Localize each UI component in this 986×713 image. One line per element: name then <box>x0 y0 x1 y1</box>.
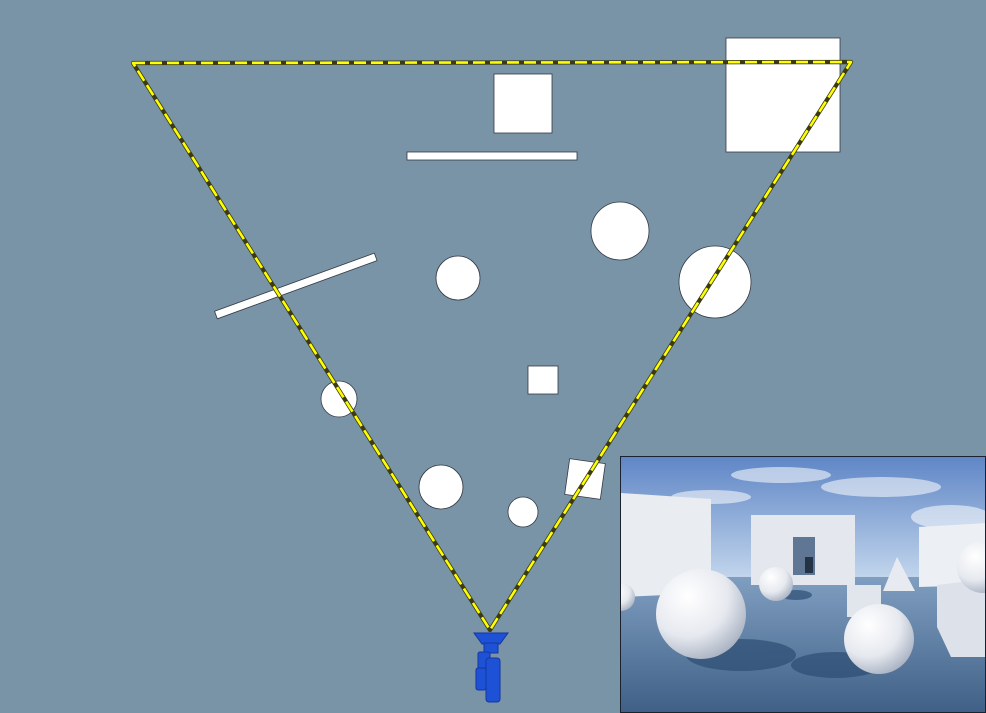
camera-icon <box>473 632 509 703</box>
square-object <box>725 37 841 153</box>
sphere-large <box>656 569 746 659</box>
square-object <box>493 73 553 134</box>
wall-object <box>214 252 378 320</box>
sphere-object <box>678 245 752 319</box>
cone-object <box>883 557 915 591</box>
sphere-right <box>844 604 914 674</box>
sphere-far-right <box>957 541 985 593</box>
sphere-far <box>759 567 793 601</box>
camera-frustum <box>130 59 854 633</box>
sphere-object <box>418 464 464 510</box>
sphere-object <box>590 201 650 261</box>
sphere-object <box>507 496 539 528</box>
cube-object <box>527 365 559 395</box>
sphere-object <box>435 255 481 301</box>
wall-object <box>406 151 578 161</box>
camera-view-inset <box>620 456 986 713</box>
sphere-edge <box>621 583 635 611</box>
